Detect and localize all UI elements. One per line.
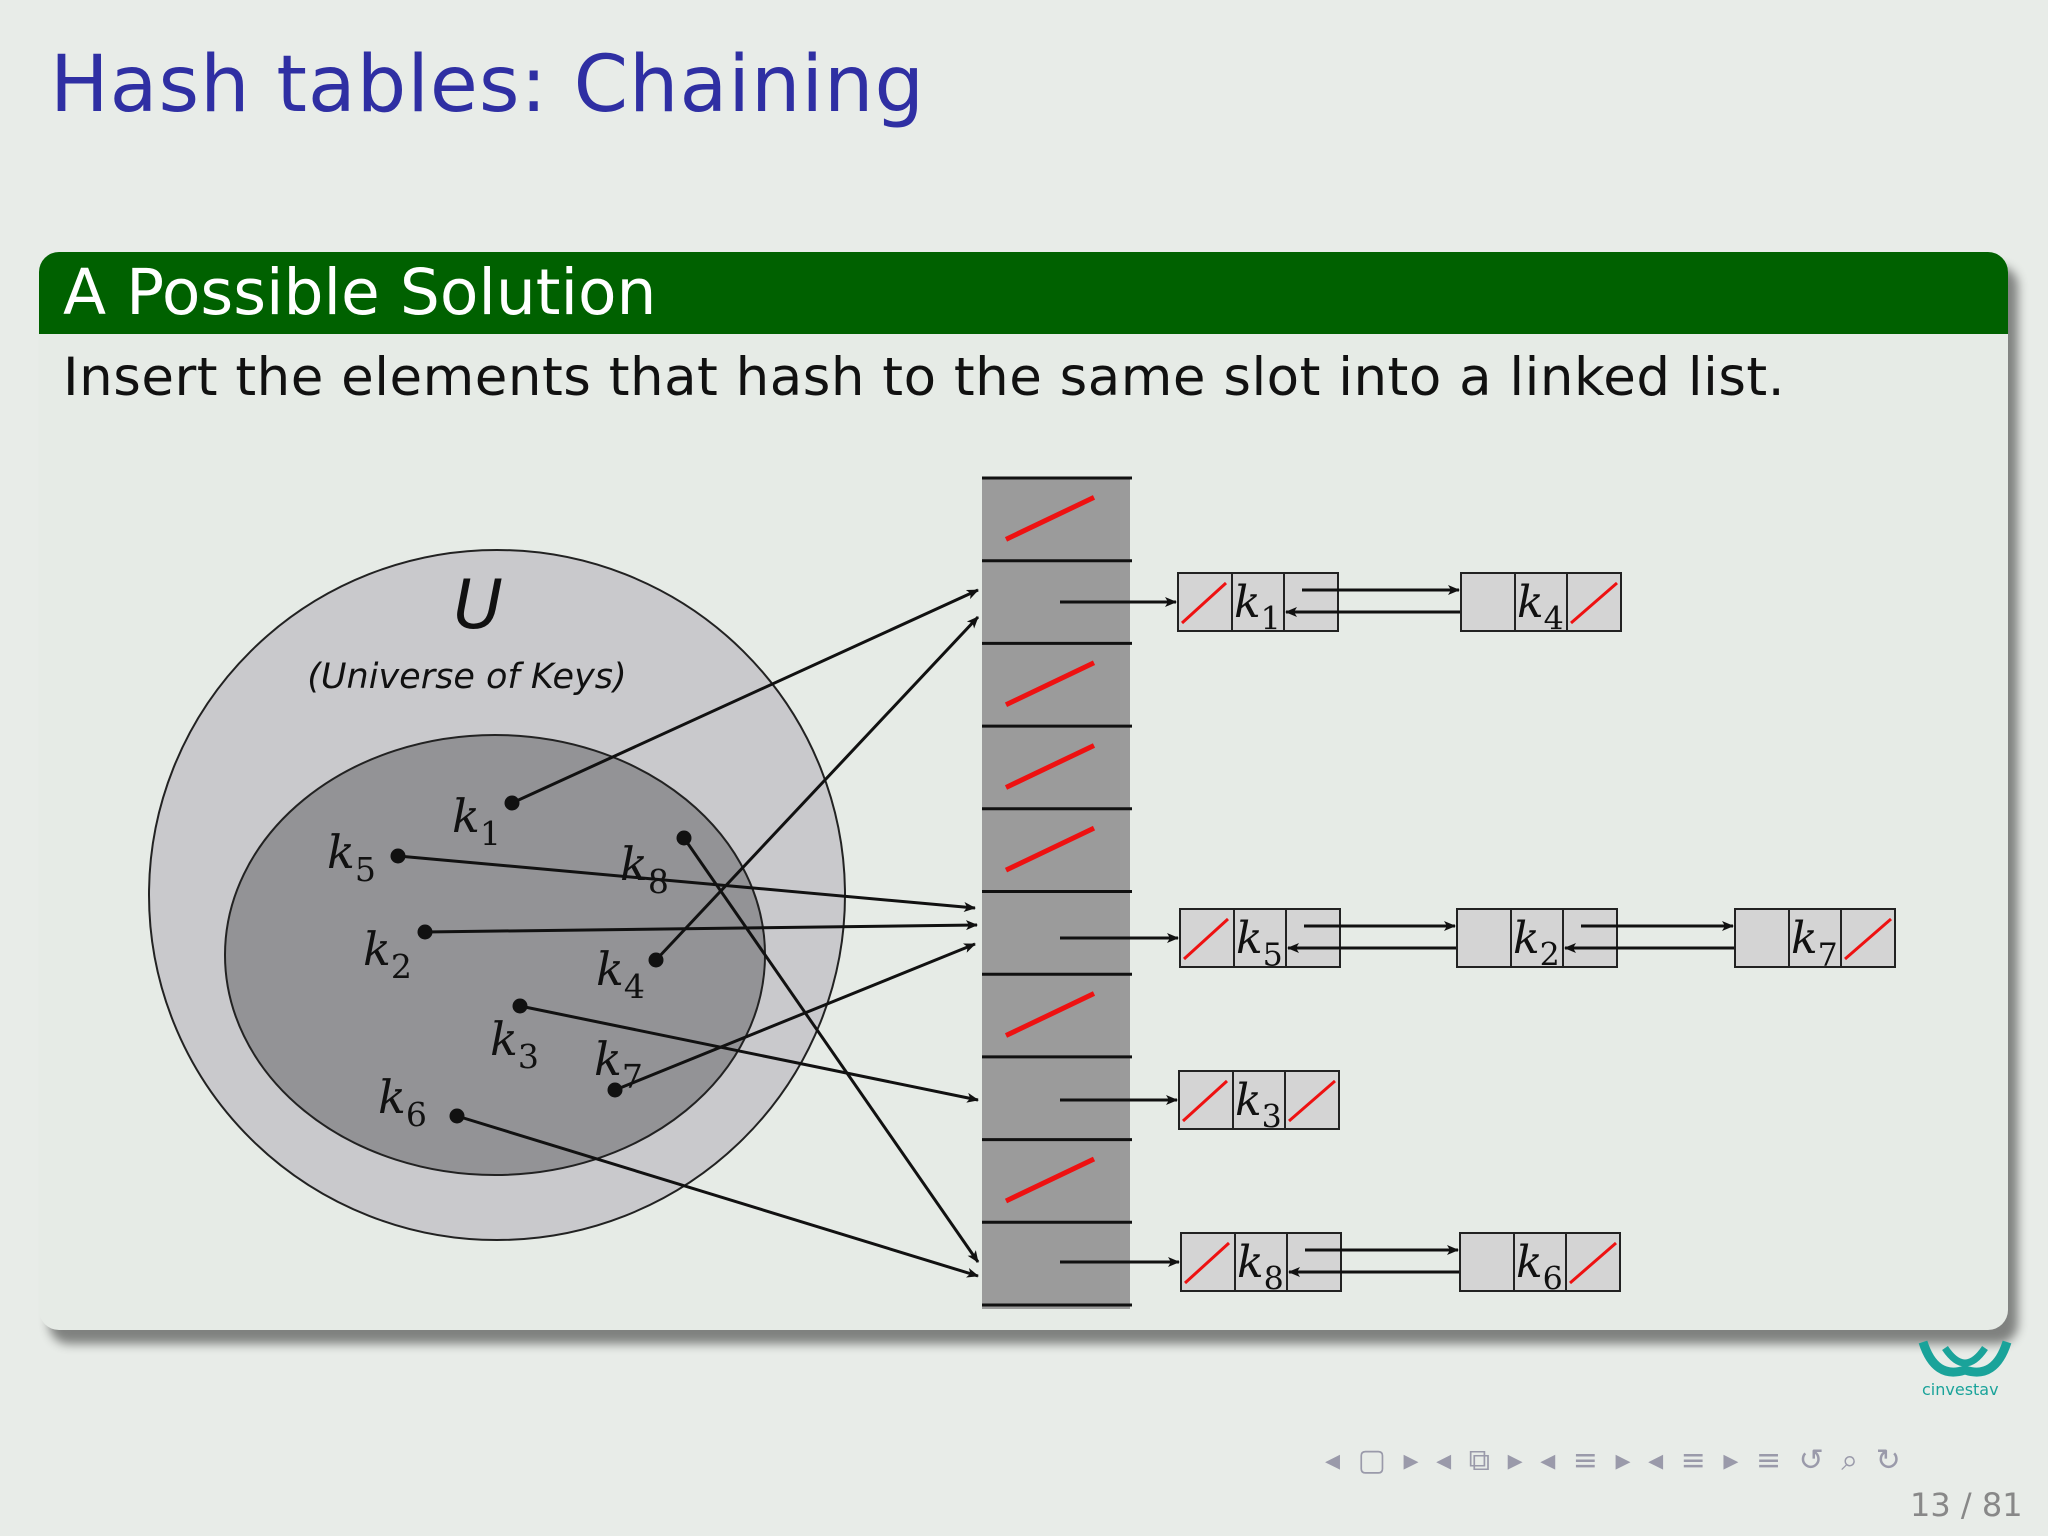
chains-group: k1 k4 k5 k2 k7 k3 k8 k6 — [1060, 572, 1896, 1297]
nil-slot-slash — [1004, 825, 1096, 873]
page-number: 13 / 81 — [1910, 1486, 2023, 1524]
key-dot — [512, 998, 528, 1014]
node-key-label: k1 — [1234, 577, 1281, 637]
key-dot — [648, 952, 664, 968]
next-nil-slash — [1844, 917, 1892, 961]
nil-slot-slash — [1004, 1156, 1096, 1204]
nil-slot-slash — [1004, 743, 1096, 790]
list-node: k1 — [1177, 572, 1339, 637]
next-nil-slash — [1288, 1079, 1336, 1123]
key-dot — [676, 830, 692, 846]
slide-title: Hash tables: Chaining — [50, 40, 926, 130]
prev-nil-slash — [1183, 1241, 1231, 1285]
key-hash-arrow — [682, 837, 980, 1263]
nil-slot-slash — [1004, 660, 1096, 708]
key-label: k4 — [596, 942, 645, 1006]
node-key-label: k7 — [1791, 913, 1838, 973]
universe-label: U — [453, 566, 503, 645]
key-dot — [390, 848, 406, 864]
key-label: k5 — [327, 825, 376, 889]
key-dot — [417, 924, 433, 940]
node-key-label: k3 — [1235, 1075, 1282, 1135]
list-node: k2 — [1456, 908, 1618, 973]
block-body-text: Insert the elements that hash to the sam… — [63, 347, 1786, 408]
actual-keys-set — [224, 734, 766, 1176]
node-key-label: k8 — [1237, 1237, 1284, 1297]
key-hash-arrow — [456, 1114, 979, 1278]
node-key-label: k5 — [1236, 913, 1283, 973]
list-node: k6 — [1459, 1232, 1621, 1297]
beamer-nav-controls[interactable]: ◂ ▢ ▸ ◂ ⧉ ▸ ◂ ≡ ▸ ◂ ≡ ▸ ≡ ↺ ⌕ ↻ — [1325, 1443, 1905, 1478]
node-key-label: k6 — [1516, 1237, 1563, 1297]
key-dot — [449, 1108, 465, 1124]
keys-group: k1 k5 k8 k2 k4 k3 k7 k6 — [327, 588, 980, 1278]
next-nil-slash — [1569, 1241, 1617, 1285]
key-label: k1 — [452, 789, 501, 853]
list-node: k7 — [1734, 908, 1896, 973]
key-hash-arrow — [424, 920, 978, 934]
key-hash-arrow — [511, 588, 979, 805]
key-hash-arrow — [614, 942, 976, 1092]
key-label: k2 — [363, 922, 412, 986]
key-hash-arrow — [519, 1004, 979, 1103]
key-label: k3 — [490, 1012, 539, 1076]
key-dot — [504, 795, 520, 811]
key-hash-arrow — [397, 854, 976, 912]
list-node: k5 — [1179, 908, 1341, 973]
prev-nil-slash — [1182, 917, 1230, 961]
nil-slot-slash — [1004, 495, 1096, 542]
universe-caption: (Universe of Keys) — [307, 657, 626, 697]
list-node: k3 — [1178, 1070, 1340, 1135]
cinvestav-logo — [1918, 1340, 2012, 1377]
block-header: A Possible Solution — [39, 252, 2008, 334]
key-label: k8 — [620, 837, 669, 901]
next-nil-slash — [1570, 581, 1618, 625]
key-label: k6 — [378, 1070, 427, 1134]
prev-nil-slash — [1180, 581, 1228, 625]
list-node: k8 — [1180, 1232, 1342, 1297]
key-hash-arrow — [654, 615, 980, 962]
nil-slot-slash — [1004, 991, 1096, 1038]
list-node: k4 — [1460, 572, 1622, 637]
hash-table — [982, 476, 1132, 1309]
table-body — [982, 478, 1130, 1309]
logo-text: cinvestav — [1922, 1380, 1999, 1399]
node-key-label: k2 — [1513, 913, 1560, 973]
key-label: k7 — [594, 1032, 643, 1096]
key-dot — [607, 1082, 623, 1098]
node-key-label: k4 — [1517, 577, 1564, 637]
prev-nil-slash — [1181, 1079, 1229, 1123]
